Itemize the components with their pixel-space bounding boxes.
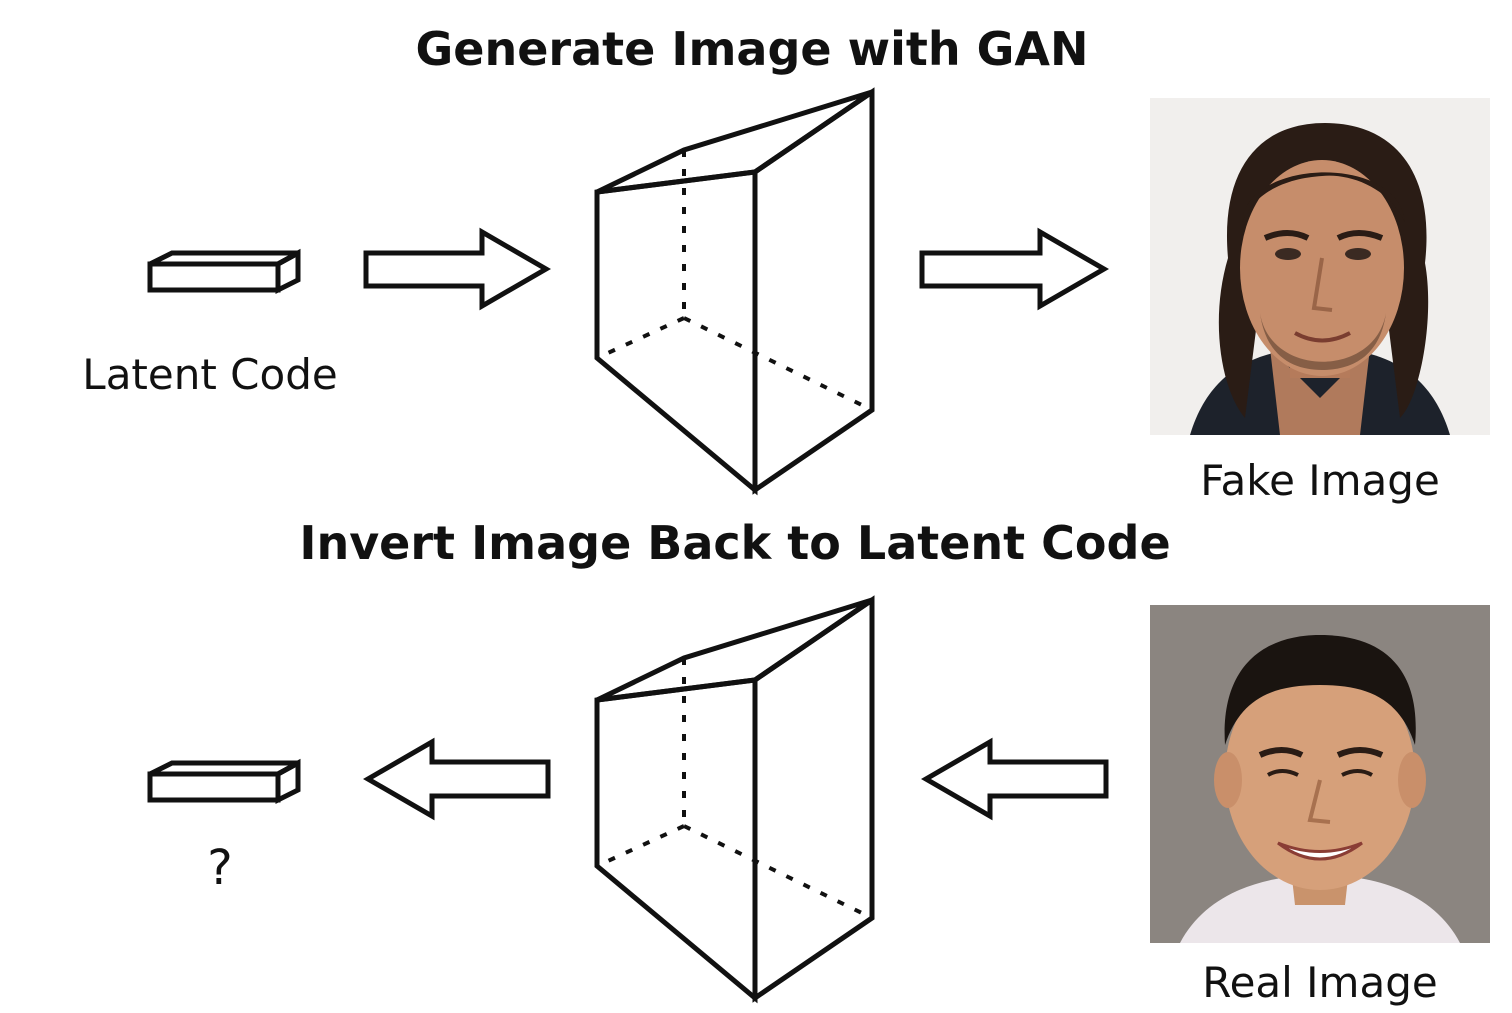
- real-face-illustration: [1150, 605, 1490, 943]
- arrow-left-icon: [363, 737, 551, 821]
- generator-prism-icon: [594, 87, 875, 496]
- unknown-latent-label: ?: [207, 840, 233, 896]
- arrow-right-icon: [919, 227, 1109, 311]
- generator-prism-icon: [594, 595, 875, 1004]
- fake-image-label: Fake Image: [1200, 456, 1440, 505]
- latent-code-label: Latent Code: [82, 350, 338, 399]
- title-generate: Generate Image with GAN: [415, 22, 1089, 76]
- latent-code-bar-icon: [147, 758, 301, 805]
- real-face-image: [1150, 605, 1490, 943]
- latent-code-bar-icon: [147, 248, 301, 295]
- arrow-right-icon: [363, 227, 551, 311]
- arrow-left-icon: [921, 737, 1109, 821]
- fake-face-image: [1150, 98, 1490, 435]
- fake-face-illustration: [1150, 98, 1490, 435]
- real-image-label: Real Image: [1202, 958, 1438, 1007]
- title-invert: Invert Image Back to Latent Code: [299, 516, 1171, 570]
